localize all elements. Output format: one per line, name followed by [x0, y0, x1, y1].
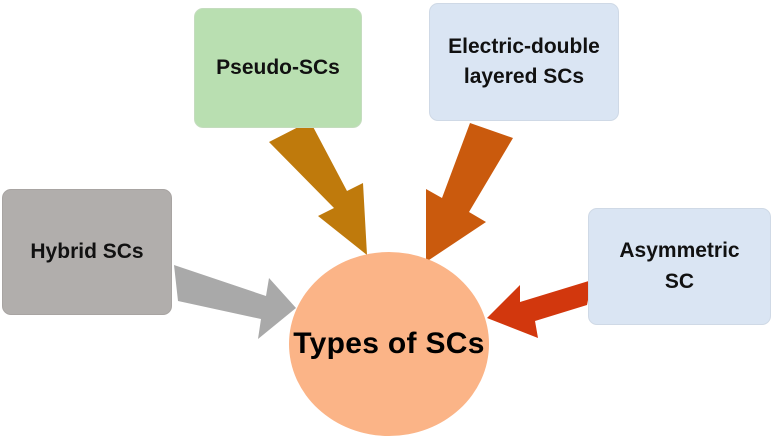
arrow-edl-to-center	[426, 123, 513, 262]
arrow-hybrid-to-center	[174, 265, 296, 339]
hybrid-scs-box: Hybrid SCs	[2, 189, 172, 315]
pseudo-scs-box: Pseudo-SCs	[194, 8, 362, 128]
arrow-asym-to-center	[487, 280, 592, 338]
arrow-pseudo-to-center	[269, 121, 367, 255]
center-label: Types of SCs	[293, 327, 485, 360]
asymmetric-sc-box: Asymmetric SC	[588, 208, 771, 325]
center-circle: Types of SCs	[289, 252, 489, 436]
electric-double-layered-scs-box: Electric-double layered SCs	[429, 3, 619, 121]
